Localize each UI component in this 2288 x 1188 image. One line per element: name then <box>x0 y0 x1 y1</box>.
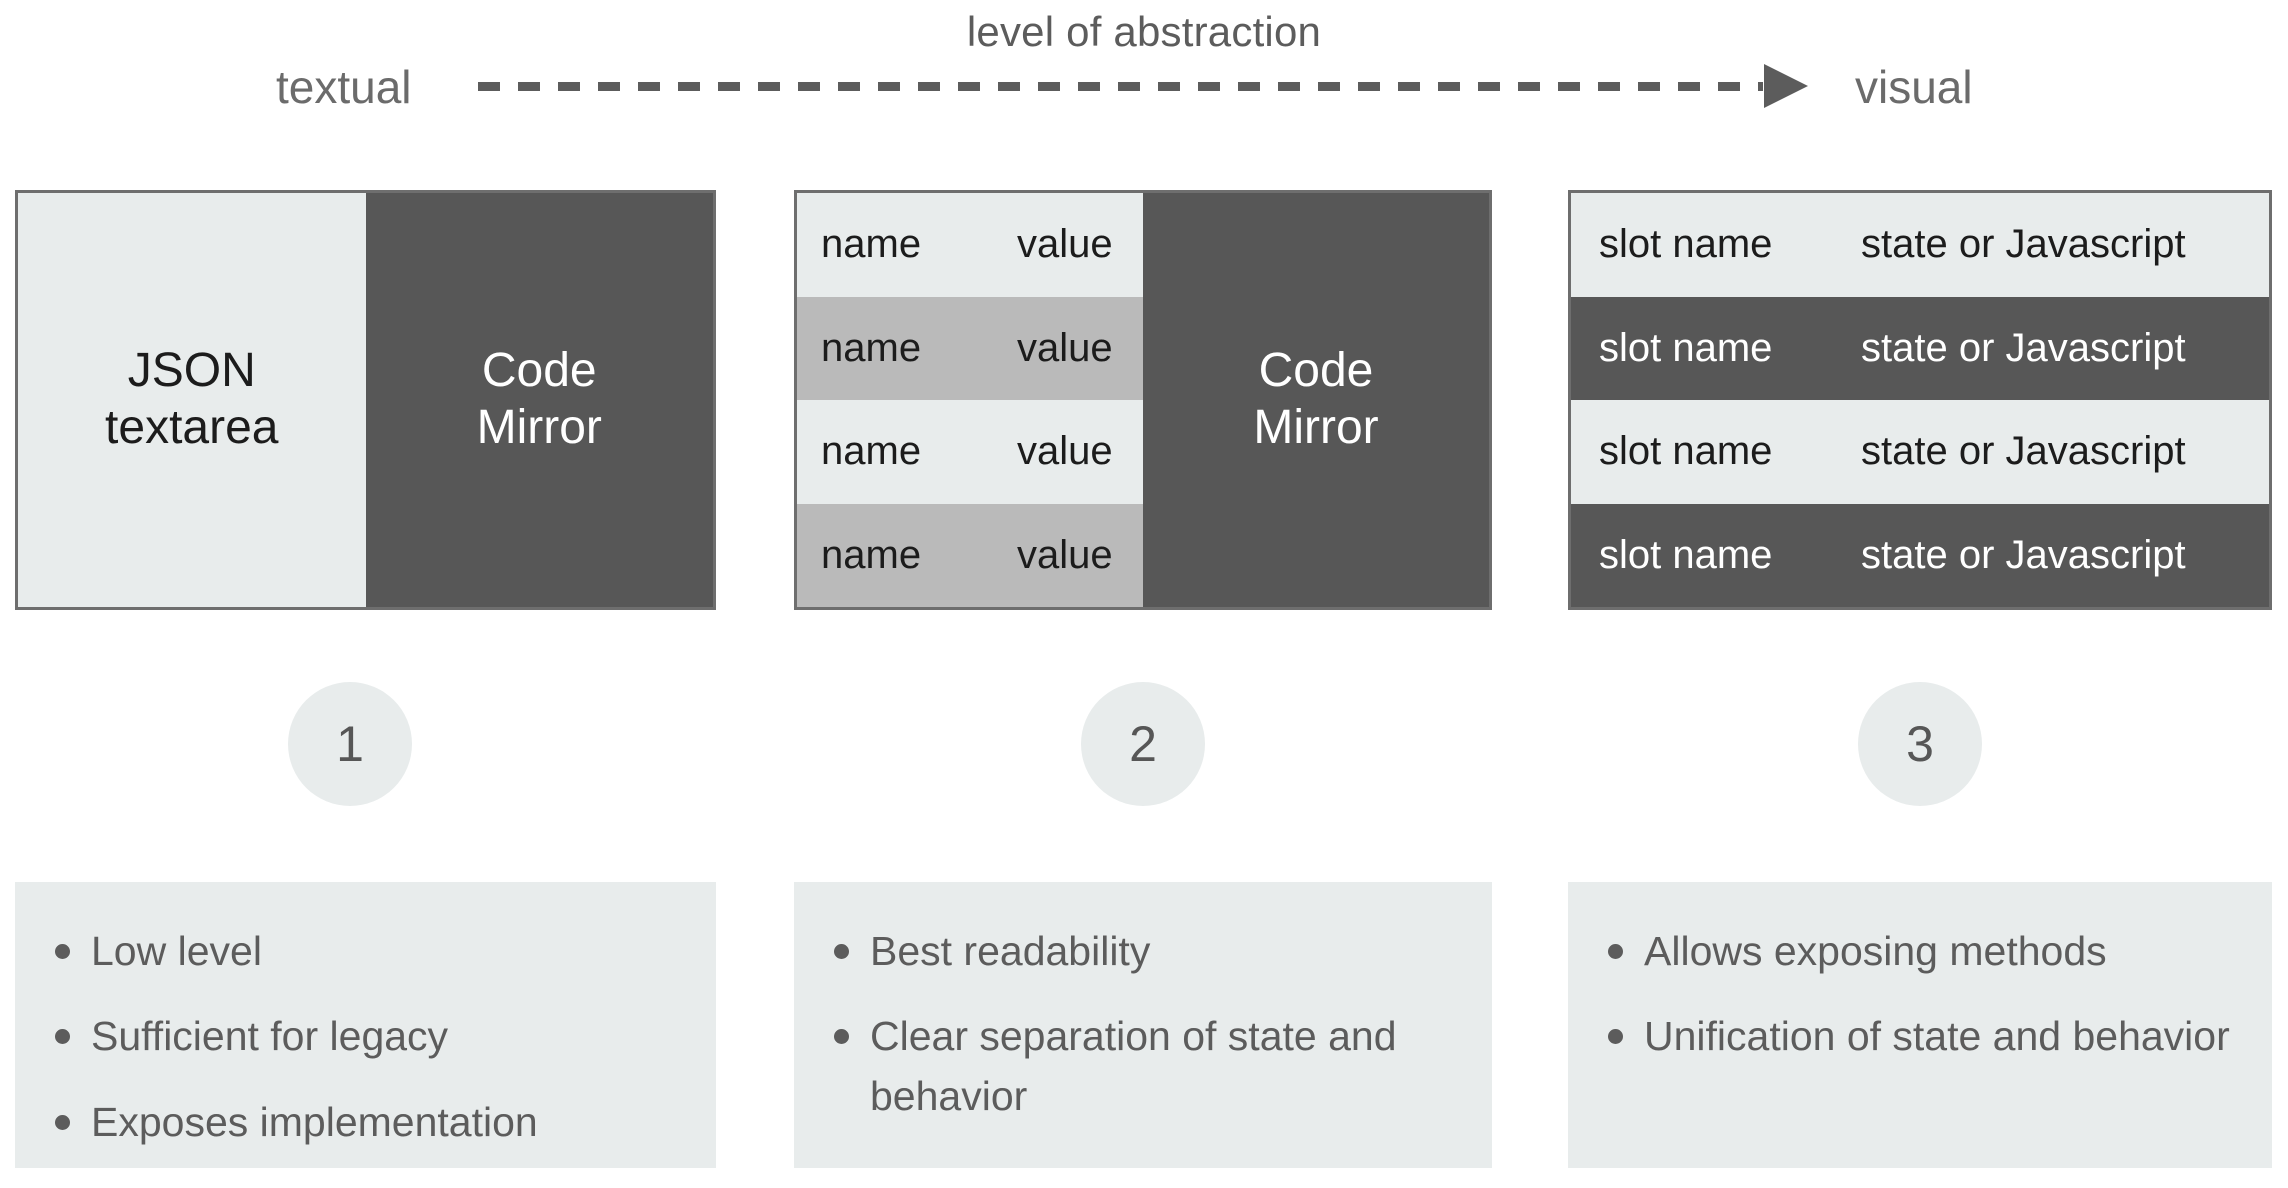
slot-value: state or Javascript <box>1861 325 2186 370</box>
panel-option-1[interactable]: JSON textarea Code Mirror <box>15 190 716 610</box>
table-row[interactable]: name value <box>797 503 1143 607</box>
panel-1-left-half[interactable]: JSON textarea <box>18 193 366 607</box>
list-item: Unification of state and behavior <box>1602 1007 2238 1066</box>
panel-1-right-title: Code Mirror <box>476 344 602 454</box>
panel-1-right-half[interactable]: Code Mirror <box>365 193 713 607</box>
list-item-label: Low level <box>91 928 262 974</box>
slot-name: slot name <box>1599 532 1773 577</box>
bullet-icon <box>55 944 70 959</box>
list-item: Sufficient for legacy <box>49 1007 682 1066</box>
bullet-icon <box>834 944 849 959</box>
slot-name: slot name <box>1599 429 1773 474</box>
bullet-icon <box>55 1029 70 1045</box>
panel-1-left-title: JSON textarea <box>105 344 279 454</box>
list-item-label: Clear separation of state and behavior <box>870 1013 1397 1119</box>
bullet-icon <box>1608 1029 1623 1045</box>
panel-option-2[interactable]: name value name value name value name va… <box>794 190 1492 610</box>
panel-3-slot-table: slot name state or Javascript slot name … <box>1571 193 2269 607</box>
panel-option-3[interactable]: slot name state or Javascript slot name … <box>1568 190 2272 610</box>
panel-2-right-half[interactable]: Code Mirror <box>1143 193 1489 607</box>
table-row[interactable]: name value <box>797 193 1143 297</box>
list-item: Exposes implementation <box>49 1093 682 1152</box>
list-item: Best readability <box>828 922 1458 981</box>
panel-2-right-title: Code Mirror <box>1253 344 1379 454</box>
table-row[interactable]: slot name state or Javascript <box>1571 503 2269 607</box>
table-row[interactable]: name value <box>797 296 1143 400</box>
kv-name: name <box>821 532 922 577</box>
axis-label-textual: textual <box>276 61 412 113</box>
dashed-line-icon <box>478 82 1763 91</box>
slot-name: slot name <box>1599 325 1773 370</box>
abstraction-axis: textual visual <box>0 52 2288 122</box>
bullet-icon <box>1608 944 1623 959</box>
notes-box-3: Allows exposing methods Unification of s… <box>1568 882 2272 1168</box>
table-row[interactable]: name value <box>797 400 1143 504</box>
list-item-label: Best readability <box>870 928 1151 974</box>
step-badge-3[interactable]: 3 <box>1858 682 1982 806</box>
arrow-head-icon <box>1764 64 1808 108</box>
kv-value: value <box>1017 429 1113 474</box>
table-row[interactable]: slot name state or Javascript <box>1571 296 2269 400</box>
notes-box-2: Best readability Clear separation of sta… <box>794 882 1492 1168</box>
kv-name: name <box>821 222 922 267</box>
step-badge-2[interactable]: 2 <box>1081 682 1205 806</box>
list-item: Clear separation of state and behavior <box>828 1007 1458 1126</box>
slot-name: slot name <box>1599 222 1773 267</box>
bullet-icon <box>55 1114 70 1130</box>
kv-value: value <box>1017 532 1113 577</box>
slot-value: state or Javascript <box>1861 429 2186 474</box>
axis-label-visual: visual <box>1855 61 1973 113</box>
kv-name: name <box>821 325 922 370</box>
list-item-label: Exposes implementation <box>91 1098 538 1145</box>
axis-caption: level of abstraction <box>966 8 1322 55</box>
list-item-label: Allows exposing methods <box>1644 928 2107 974</box>
table-row[interactable]: slot name state or Javascript <box>1571 400 2269 504</box>
table-row[interactable]: slot name state or Javascript <box>1571 193 2269 297</box>
notes-list-2: Best readability Clear separation of sta… <box>828 922 1458 1126</box>
slot-value: state or Javascript <box>1861 532 2186 577</box>
panel-2-key-value-table: name value name value name value name va… <box>797 193 1143 607</box>
list-item: Low level <box>49 922 682 981</box>
bullet-icon <box>834 1029 849 1045</box>
kv-value: value <box>1017 325 1113 370</box>
kv-value: value <box>1017 222 1113 267</box>
notes-box-1: Low level Sufficient for legacy Exposes … <box>15 882 716 1168</box>
list-item: Allows exposing methods <box>1602 922 2238 981</box>
step-badge-1[interactable]: 1 <box>288 682 412 806</box>
list-item-label: Unification of state and behavior <box>1644 1013 2230 1060</box>
slot-value: state or Javascript <box>1861 222 2186 267</box>
list-item-label: Sufficient for legacy <box>91 1013 449 1060</box>
notes-list-1: Low level Sufficient for legacy Exposes … <box>49 922 682 1152</box>
kv-name: name <box>821 429 922 474</box>
notes-list-3: Allows exposing methods Unification of s… <box>1602 922 2238 1067</box>
